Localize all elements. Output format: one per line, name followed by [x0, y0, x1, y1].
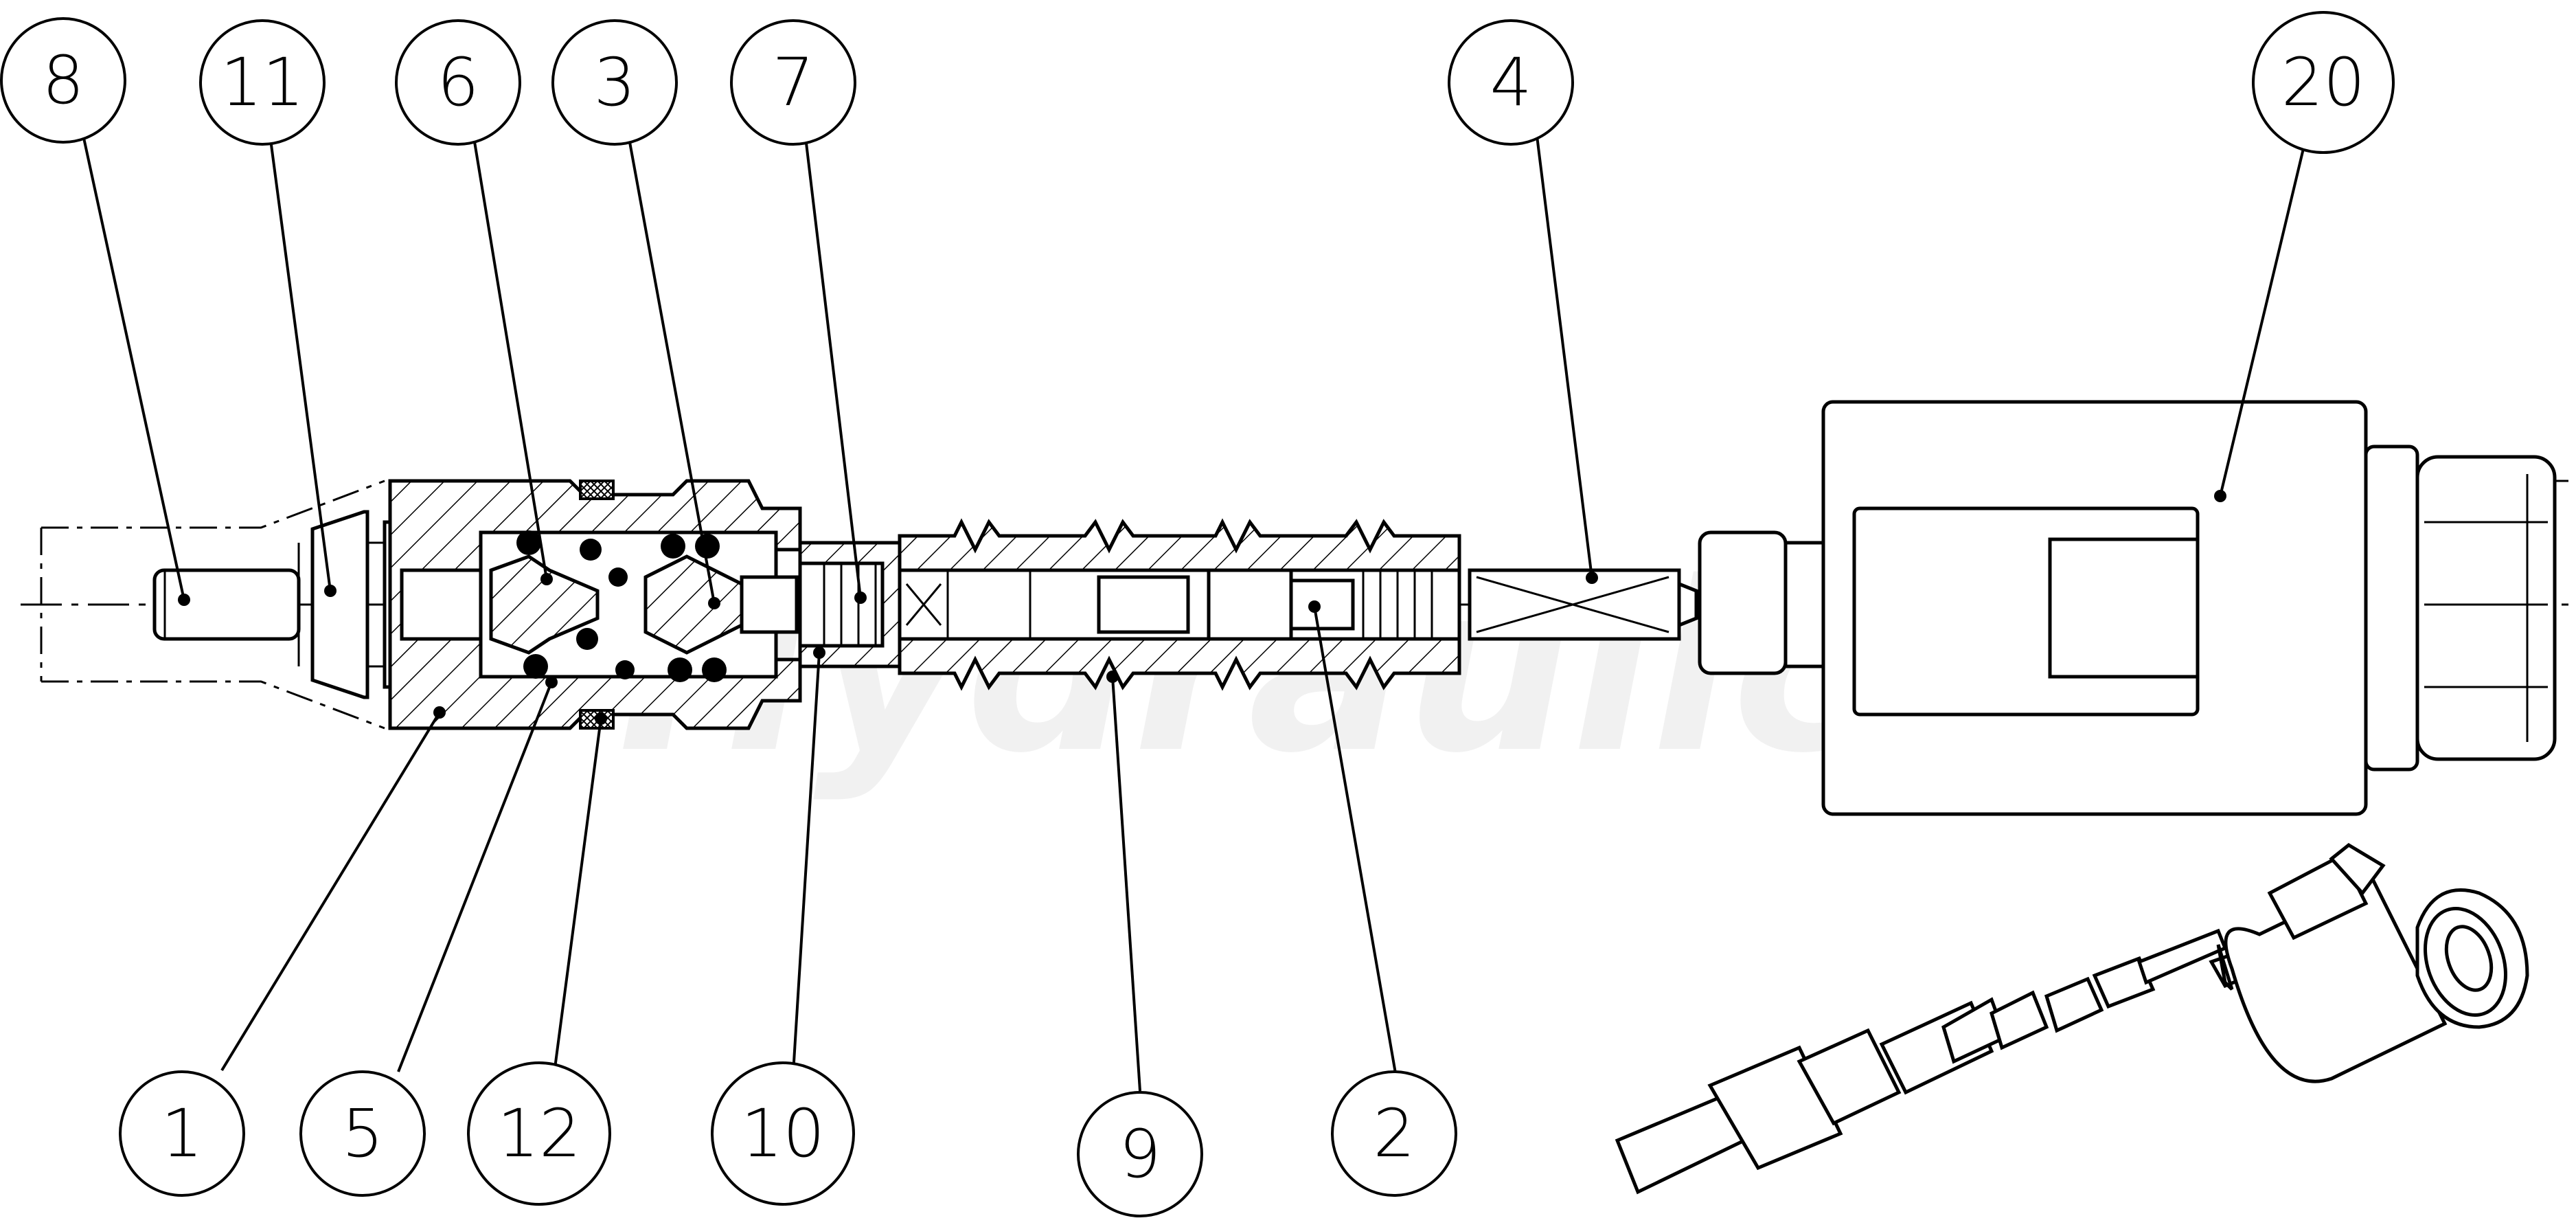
balloon-3: 3: [551, 19, 678, 146]
balloon-11: 11: [199, 19, 326, 146]
solenoid-part: [1698, 400, 2568, 816]
spool-part: [1097, 568, 1433, 641]
balloon-7: 7: [730, 19, 856, 146]
balloon-4-label: 4: [1490, 44, 1531, 121]
balloon-6-label: 6: [437, 44, 479, 121]
balloon-12: 12: [467, 1061, 611, 1206]
balloon-4: 4: [1448, 19, 1574, 146]
balloon-20: 20: [2252, 11, 2395, 154]
lock-nut-part: [297, 510, 404, 699]
phantom-cavity-outline: [40, 480, 385, 730]
balloon-9-label: 9: [1119, 1116, 1161, 1193]
balloon-9: 9: [1077, 1091, 1203, 1217]
balloon-2: 2: [1331, 1070, 1457, 1197]
seal-ring-top: [579, 480, 615, 500]
balloon-1-label: 1: [161, 1095, 203, 1172]
balloon-8: 8: [0, 17, 126, 144]
balloon-8-label: 8: [42, 42, 84, 119]
balloon-2-label: 2: [1373, 1095, 1415, 1172]
balloon-7-label: 7: [772, 44, 814, 121]
leader-lines: [76, 106, 2314, 1092]
balloon-20-label: 20: [2281, 44, 2365, 121]
balloon-11-label: 11: [220, 44, 304, 121]
slotted-sleeve-part: [798, 541, 902, 668]
adjusting-screw-part: [152, 568, 301, 641]
balloon-12-label: 12: [497, 1095, 581, 1172]
balloon-10-label: 10: [741, 1095, 825, 1172]
isometric-product-view: [1615, 842, 2529, 1195]
push-pin-part: [1468, 568, 1698, 641]
spring-coils: [516, 530, 727, 682]
balloon-5-label: 5: [341, 1095, 383, 1172]
balloon-5: 5: [299, 1070, 426, 1197]
balloon-10: 10: [711, 1061, 855, 1206]
piston-part: [643, 554, 799, 655]
spring-seat-part: [489, 554, 600, 655]
balloon-3-label: 3: [593, 44, 635, 121]
balloon-6: 6: [395, 19, 521, 146]
balloon-1: 1: [119, 1070, 245, 1197]
